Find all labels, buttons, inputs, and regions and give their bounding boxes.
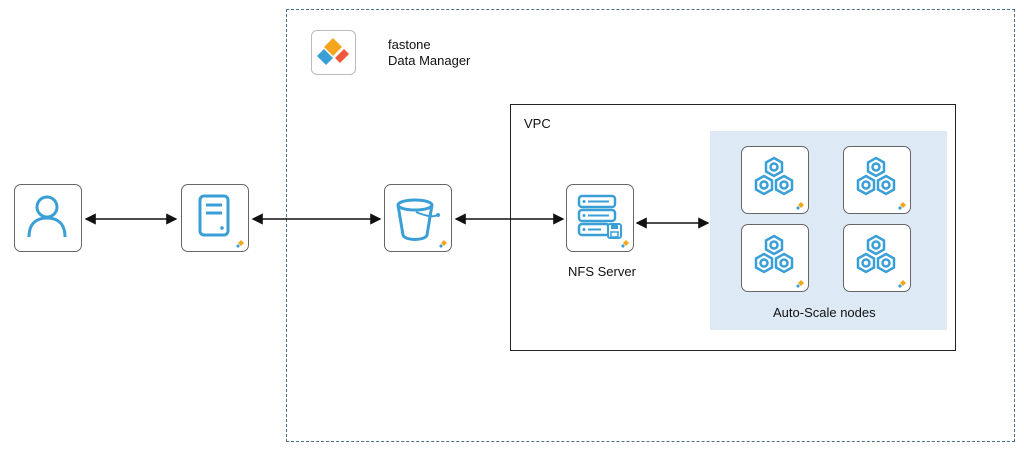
autoscale-label: Auto-Scale nodes (773, 305, 876, 320)
fastone-logo-icon (311, 30, 356, 75)
node-cluster-icon (741, 146, 809, 214)
vpc-label: VPC (524, 116, 551, 131)
nfs-server-label: NFS Server (568, 264, 636, 279)
node-cluster-icon (843, 224, 911, 292)
brand-name: fastone (388, 37, 431, 52)
server-icon (181, 184, 249, 252)
vpc-boundary (510, 104, 956, 351)
fastone-boundary (286, 9, 1015, 442)
node-cluster-icon (843, 146, 911, 214)
node-cluster-icon (741, 224, 809, 292)
user-icon (14, 184, 82, 252)
nfs-server-icon (566, 184, 634, 252)
brand-subtitle: Data Manager (388, 53, 471, 68)
bucket-icon (384, 184, 452, 252)
